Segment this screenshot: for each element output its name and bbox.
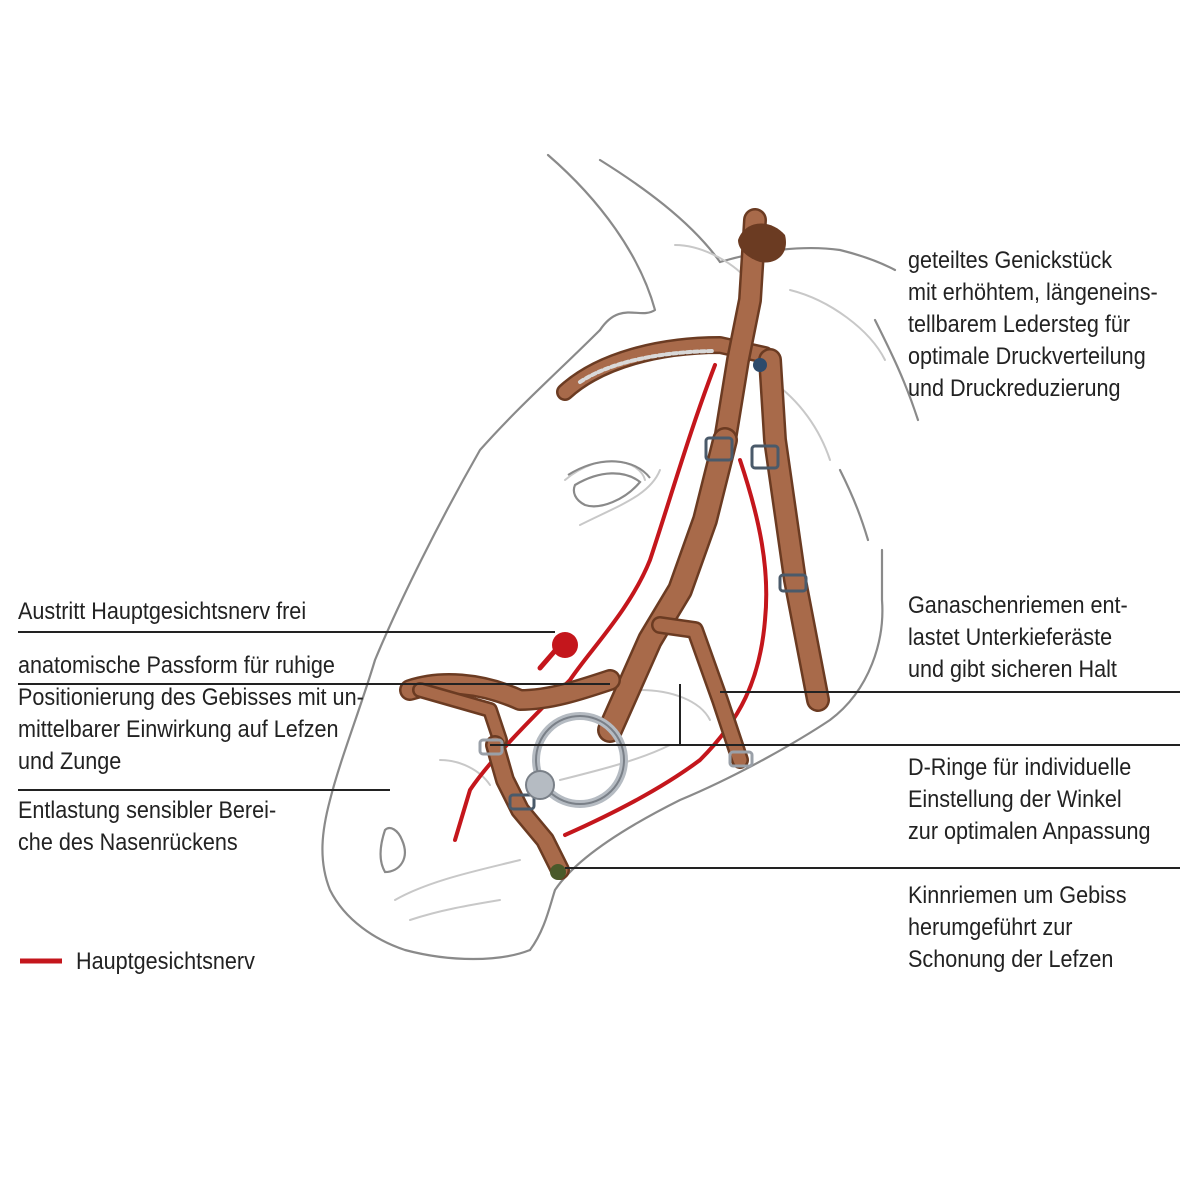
bridle — [399, 208, 830, 880]
label-line: lastet Unterkieferäste — [908, 624, 1113, 651]
label-line: geteiltes Genickstück — [908, 247, 1113, 274]
label-line: Austritt Hauptgesichtsnerv frei — [18, 598, 307, 625]
label-nerve-exit: Austritt Hauptgesichtsnerv frei — [18, 596, 306, 628]
label-line: zur optimalen Anpassung — [908, 818, 1151, 845]
label-line: und Zunge — [18, 748, 122, 775]
eyebrow — [567, 460, 651, 479]
label-line: mittelbarer Einwirkung auf Lefzen — [18, 716, 339, 743]
label-line: Kinnriemen um Gebiss — [908, 882, 1127, 909]
label-line: D-Ringe für individuelle — [908, 754, 1132, 781]
label-line: che des Nasenrückens — [18, 829, 238, 856]
label-line: Schonung der Lefzen — [908, 946, 1114, 973]
label-anatomical-fit: anatomische Passform für ruhige Position… — [18, 650, 364, 778]
bit-mouthpiece — [525, 770, 555, 800]
nerve-exit-marker — [537, 632, 578, 671]
label-line: mit erhöhtem, längeneins- — [908, 279, 1158, 306]
label-d-rings: D-Ringe für individuelle Einstellung der… — [908, 752, 1151, 848]
legend-text: Hauptgesichtsnerv — [76, 948, 255, 975]
label-line: und Druckreduzierung — [908, 375, 1121, 402]
label-line: optimale Druckverteilung — [908, 343, 1146, 370]
leader-lines — [18, 631, 1180, 869]
label-line: Einstellung der Winkel — [908, 786, 1122, 813]
label-line: anatomische Passform für ruhige — [18, 652, 335, 679]
label-nose-relief: Entlastung sensibler Berei- che des Nase… — [18, 795, 276, 859]
label-line: herumgeführt zur — [908, 914, 1073, 941]
label-line: tellbarem Ledersteg für — [908, 311, 1131, 338]
facial-nerve — [453, 363, 769, 842]
label-line: Entlastung sensibler Berei- — [18, 797, 277, 824]
nostril — [379, 826, 406, 874]
label-line: Ganaschenriemen ent- — [908, 592, 1128, 619]
label-line: Positionierung des Gebisses mit un- — [18, 684, 364, 711]
horse-head-details — [394, 244, 886, 921]
horse-head-outline — [321, 153, 920, 961]
legend-label: Hauptgesichtsnerv — [76, 946, 255, 978]
eye — [572, 472, 642, 508]
label-line: und gibt sicheren Halt — [908, 656, 1117, 683]
label-throatlatch: Ganaschenriemen ent- lastet Unterkieferä… — [908, 590, 1128, 686]
label-headpiece: geteiltes Genickstück mit erhöhtem, läng… — [908, 245, 1158, 405]
label-chin-strap: Kinnriemen um Gebiss herumgeführt zur Sc… — [908, 880, 1126, 976]
